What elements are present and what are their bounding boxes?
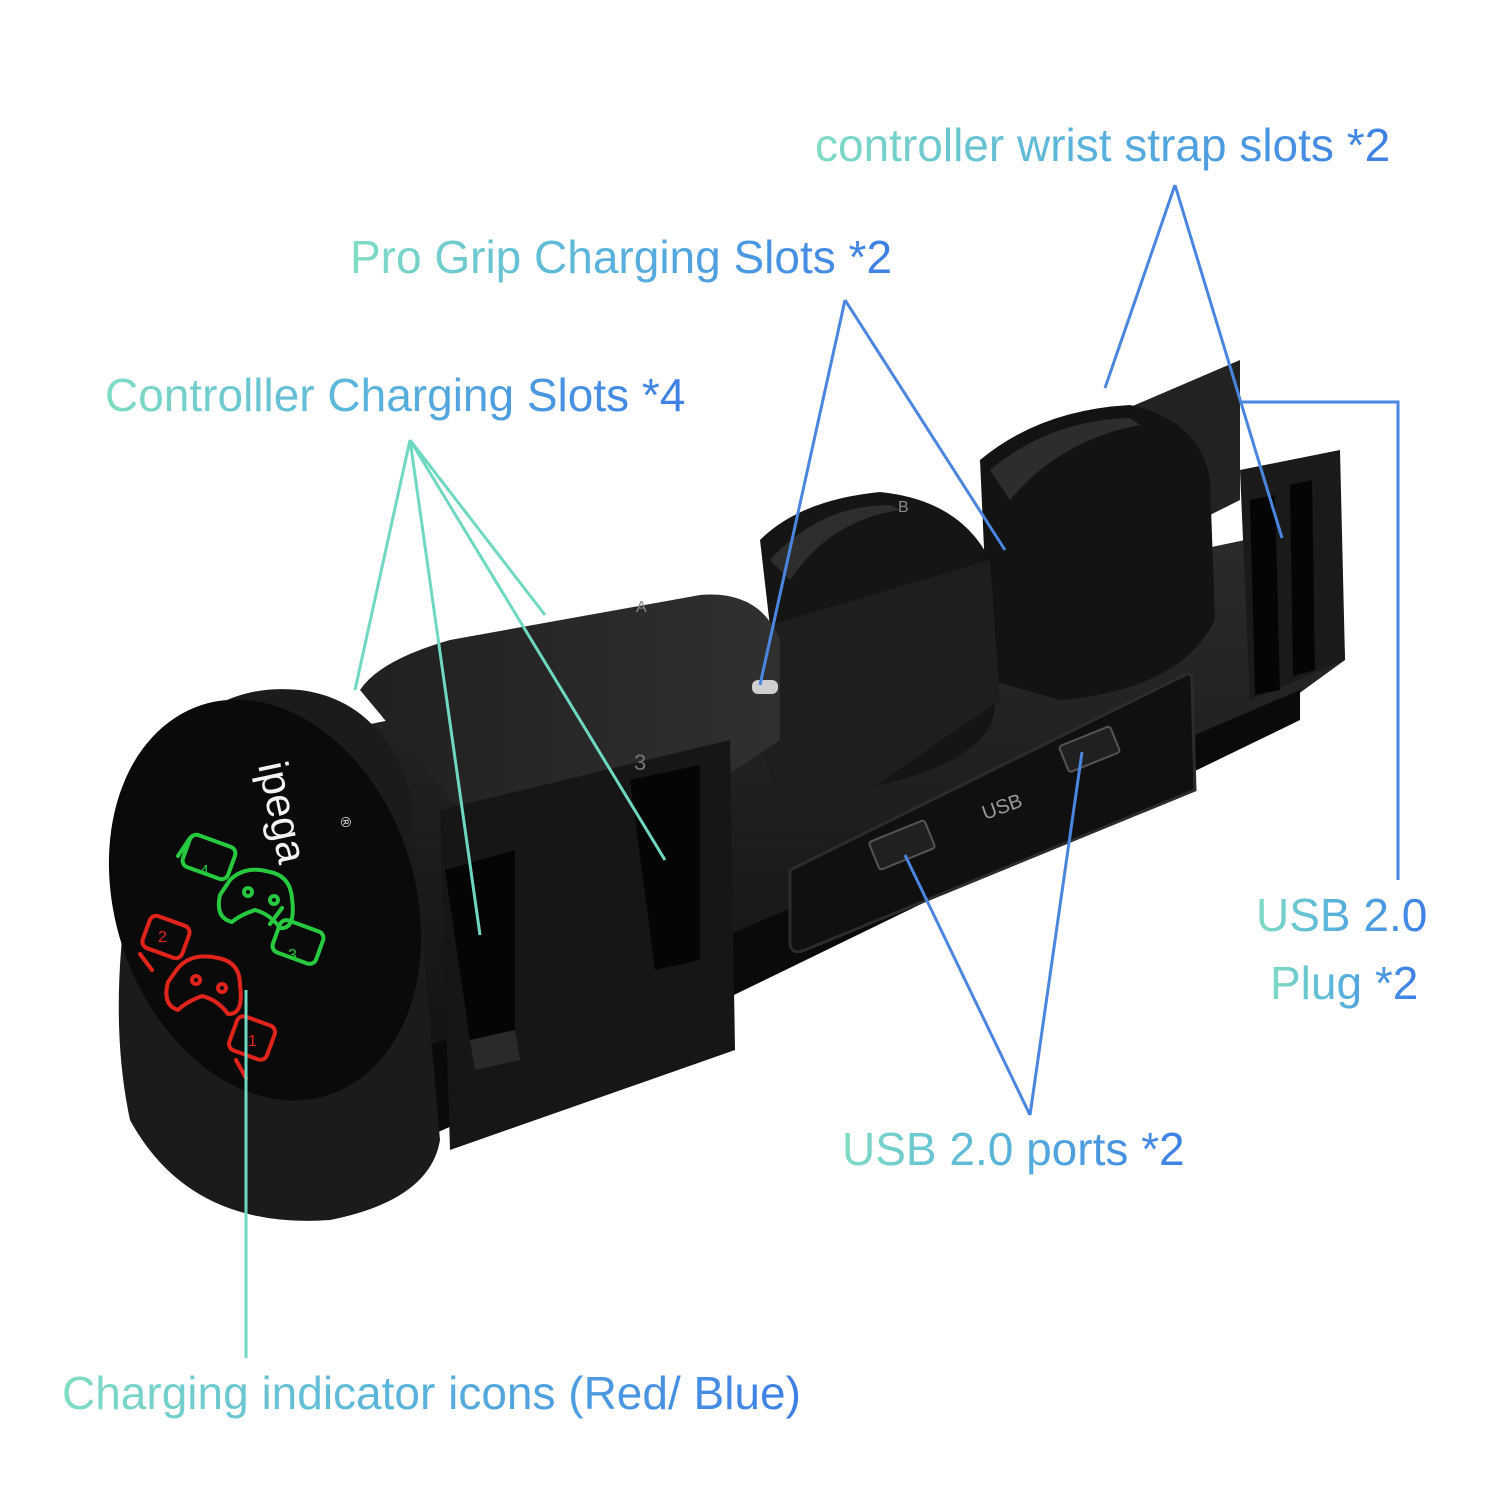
leader-wrist-strap-1 <box>1103 184 1177 389</box>
slot-label-3: 3 <box>634 750 646 775</box>
controller-slot-2 <box>630 765 700 970</box>
callout-wrist-strap-slots: controller wrist strap slots *2 <box>815 118 1390 173</box>
dock-body <box>108 360 1345 1221</box>
callout-pro-grip-slots: Pro Grip Charging Slots *2 <box>350 230 892 285</box>
joycon-icon: 2 <box>138 913 192 972</box>
usb-c-contact <box>752 680 778 694</box>
joycon-icon: 4 <box>176 832 238 882</box>
registered-mark: ® <box>337 815 355 829</box>
indicator-panel <box>108 699 422 1101</box>
wrist-strap-slot-1 <box>1250 495 1280 695</box>
indicator-number-3: 3 <box>288 947 297 964</box>
controller-slot-1 <box>445 850 515 1040</box>
callout-indicator-icons: Charging indicator icons (Red/ Blue) <box>62 1366 801 1421</box>
leader-controller-1 <box>353 439 412 691</box>
callout-usb-plug-line1: USB 2.0 <box>1256 888 1427 943</box>
joycon-icon: 3 <box>268 906 326 966</box>
charging-indicators: 4 3 2 1 <box>138 832 326 1080</box>
leader-pro-grip-1 <box>758 299 847 686</box>
leader-wrist-strap-2 <box>1173 184 1284 539</box>
leader-controller-4 <box>408 439 667 861</box>
callout-controller-slots: Controlller Charging Slots *4 <box>105 368 685 423</box>
leader-pro-grip-2 <box>843 299 1007 551</box>
callout-usb-ports: USB 2.0 ports *2 <box>842 1122 1185 1177</box>
leader-lines <box>244 184 1400 1358</box>
slot-label-a: A <box>636 599 647 616</box>
indicator-number-1: 1 <box>248 1033 257 1050</box>
leader-usb-plug <box>1240 400 1400 880</box>
callout-usb-plug-line2: Plug *2 <box>1270 956 1418 1011</box>
wrist-strap-slot-2 <box>1290 480 1315 676</box>
indicator-number-4: 4 <box>200 863 209 880</box>
leader-usb-port-2 <box>1028 751 1084 1116</box>
leader-usb-port-1 <box>903 854 1032 1116</box>
usb-port-2 <box>1058 725 1121 773</box>
slot-label-b: B <box>898 499 909 516</box>
leader-controller-3 <box>408 439 547 616</box>
leader-controller-2 <box>408 439 482 936</box>
pro-controller-icon <box>164 954 243 1016</box>
indicator-number-2: 2 <box>158 929 167 946</box>
